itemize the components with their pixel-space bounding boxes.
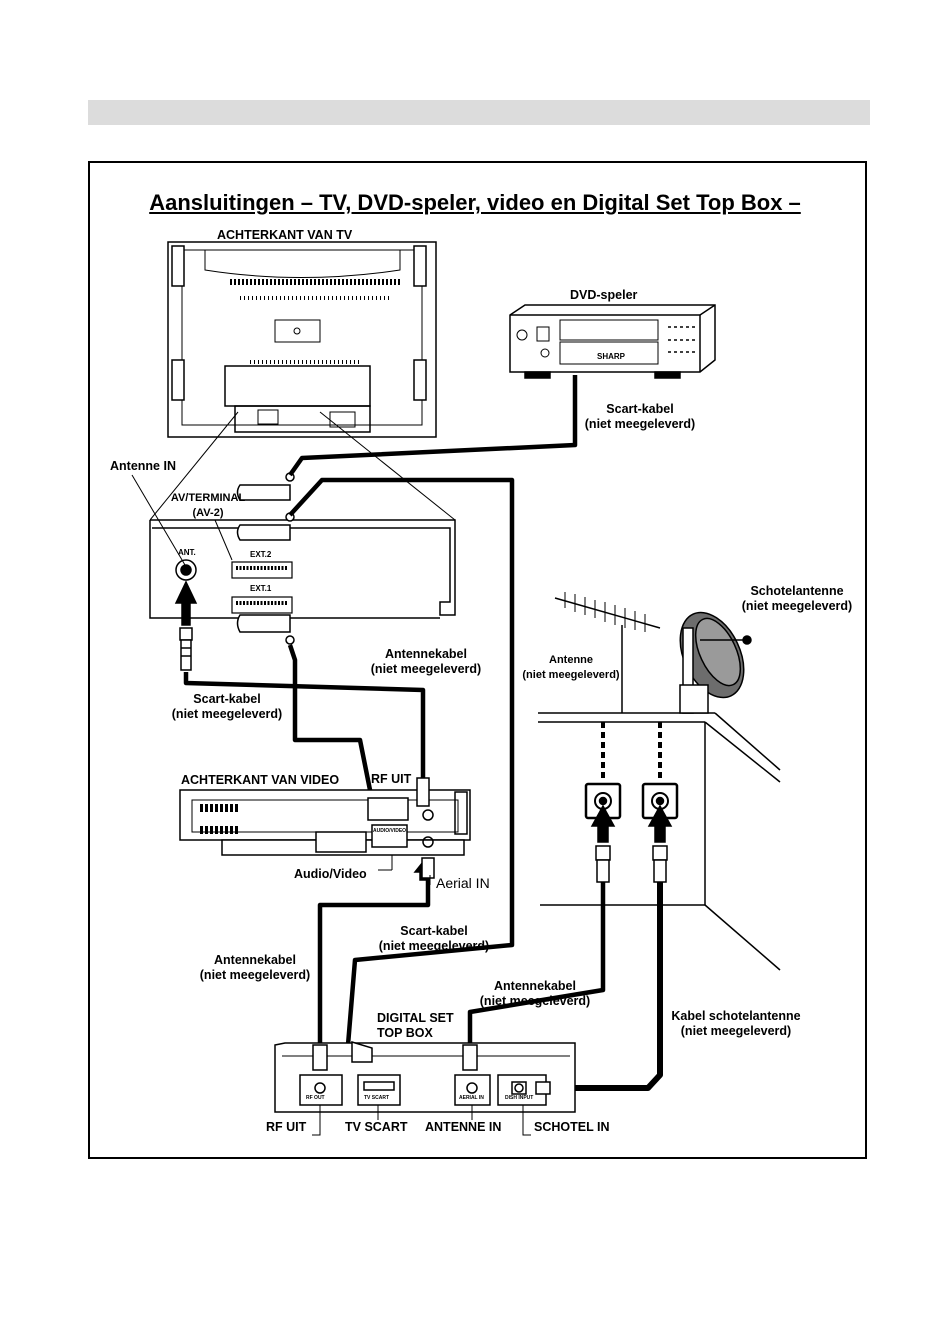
vcr-leaders: [378, 855, 431, 885]
dish-antenna-line1: Schotelantenne: [750, 584, 844, 598]
diagram-frame: [88, 161, 867, 1159]
scart-cable-3-line1: Scart-kabel: [400, 924, 468, 938]
scart-cable-1-line1: Scart-kabel: [606, 402, 674, 416]
wall-plugs: [590, 804, 673, 883]
dish-antenna-label: Schotelantenne (niet meegeleverd): [735, 584, 859, 614]
satellite-dish: [679, 611, 752, 714]
antenna-cable-3-line1: Antennekabel: [494, 979, 576, 993]
dvd-player-label: DVD-speler: [570, 288, 638, 302]
tv-scart-label: TV SCART: [345, 1120, 408, 1134]
ext1-label: EXT.1: [250, 584, 272, 593]
dish-cable-line1: Kabel schotelantenne: [671, 1009, 801, 1023]
roof-antenna: [554, 592, 661, 713]
tv-vents: [230, 279, 400, 364]
antenna-plug-tv: [174, 580, 198, 671]
scart-cable-2-line2: (niet meegeleverd): [171, 707, 283, 721]
av-terminal-line2: (AV-2): [192, 507, 224, 519]
vcr-plugs: [413, 777, 435, 881]
dish-antenna-line2: (niet meegeleverd): [741, 599, 853, 613]
dish-in-label: SCHOTEL IN: [534, 1120, 610, 1134]
antenna-cable-1-line1: Antennekabel: [385, 647, 467, 661]
av-terminal-label: AV/TERMINAL (AV-2): [168, 491, 248, 521]
dvd-player: [509, 304, 716, 379]
antenna-cable-2-label: Antennekabel (niet meegeleverd): [193, 953, 317, 983]
stb-dish-input-panel-label: DISH INPUT: [505, 1095, 534, 1101]
tv-back-label: ACHTERKANT VAN TV: [217, 228, 353, 242]
ant-label: ANT.: [178, 548, 196, 557]
stb-tv-scart-panel-label: TV SCART: [364, 1095, 389, 1101]
header-bar: [88, 100, 870, 125]
scart-cable-1-label: Scart-kabel (niet meegeleverd): [578, 402, 702, 432]
stb-aerial-in-panel-label: AERIAL IN: [459, 1095, 484, 1101]
audio-video-label: Audio/Video: [294, 867, 367, 881]
tv-back: [167, 241, 437, 438]
dvd-brand-label: SHARP: [597, 352, 626, 361]
vcr-audio-video-panel-label: AUDIO/VIDEO: [373, 828, 407, 834]
antenna-line2: (niet meegeleverd): [522, 669, 620, 681]
antenna-cable-3-label: Antennekabel (niet meegeleverd): [473, 979, 597, 1009]
stb-line1: DIGITAL SET: [377, 1011, 454, 1025]
diagram-title: Aansluitingen – TV, DVD-speler, video en…: [149, 190, 801, 215]
scart-cable-2-line1: Scart-kabel: [193, 692, 261, 706]
antenna-cable-1-line2: (niet meegeleverd): [370, 662, 482, 676]
antenna-label: Antenne (niet meegeleverd): [512, 653, 630, 683]
antenna-line1: Antenne: [549, 654, 593, 666]
antenna-cable-1-label: Antennekabel (niet meegeleverd): [364, 647, 488, 677]
scart-cable-2-label: Scart-kabel (niet meegeleverd): [165, 692, 289, 722]
rf-out-video-label: RF UIT: [371, 772, 412, 786]
stb-plugs: [312, 1040, 551, 1095]
ext2-label: EXT.2: [250, 550, 272, 559]
scart-plugs: [236, 472, 295, 645]
stb-line2: TOP BOX: [377, 1026, 433, 1040]
antenna-in-stb-label: ANTENNE IN: [425, 1120, 502, 1134]
antenna-cable-2-line1: Antennekabel: [214, 953, 296, 967]
antenna-cable-2-line2: (niet meegeleverd): [199, 968, 311, 982]
cables: [183, 375, 663, 1091]
stb-label: DIGITAL SET TOP BOX: [377, 1011, 454, 1041]
stb-leaders: [312, 1105, 531, 1136]
dish-cable-label: Kabel schotelantenne (niet meegeleverd): [662, 1009, 810, 1039]
dish-cable-line2: (niet meegeleverd): [680, 1024, 792, 1038]
antenna-drops: [601, 722, 662, 782]
scart-cable-3-label: Scart-kabel (niet meegeleverd): [372, 924, 496, 954]
vcr-back: [179, 789, 471, 856]
rf-out-stb-label: RF UIT: [266, 1120, 307, 1134]
antenna-cable-3-line2: (niet meegeleverd): [479, 994, 591, 1008]
stb-rf-out-panel-label: RF OUT: [306, 1095, 325, 1101]
av-terminal-line1: AV/TERMINAL: [170, 492, 246, 504]
house-roof: [538, 712, 781, 971]
scart-cable-3-line2: (niet meegeleverd): [378, 939, 490, 953]
tv-terminal-panel: [149, 519, 456, 619]
video-back-label: ACHTERKANT VAN VIDEO: [181, 773, 340, 787]
aerial-in-label: Aerial IN: [436, 875, 490, 891]
scart-cable-1-line2: (niet meegeleverd): [584, 417, 696, 431]
antenna-in-label: Antenne IN: [110, 459, 176, 473]
